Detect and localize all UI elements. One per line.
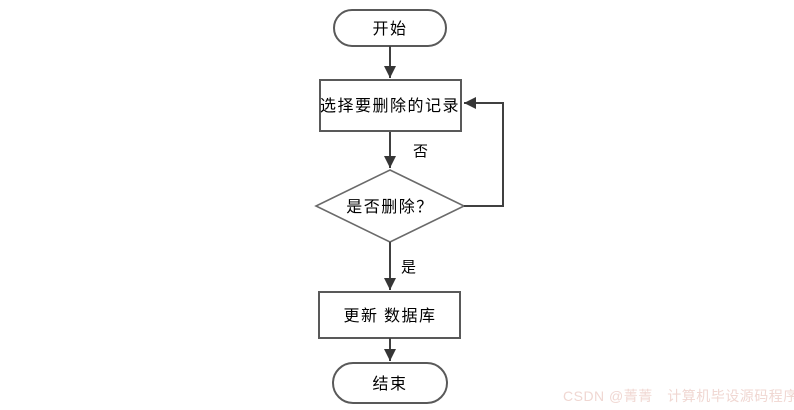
delete-decision-node-label: 是否删除？ [346,198,434,216]
loop-no-connector [464,97,504,207]
update-db-node [318,291,461,339]
end-node-label: 结束 [372,375,407,393]
select-record-node-label: 选择要删除的记录 [320,97,460,115]
end-node [332,362,448,404]
watermark-text: CSDN @菁菁 计算机毕设源码程序 [563,388,794,404]
select-record-node [319,79,462,132]
start-node-label: 开始 [372,20,407,38]
no-edge-label: 否 [413,144,428,160]
yes-edge-label: 是 [401,260,416,276]
update-db-node-label: 更新 数据库 [343,307,436,325]
